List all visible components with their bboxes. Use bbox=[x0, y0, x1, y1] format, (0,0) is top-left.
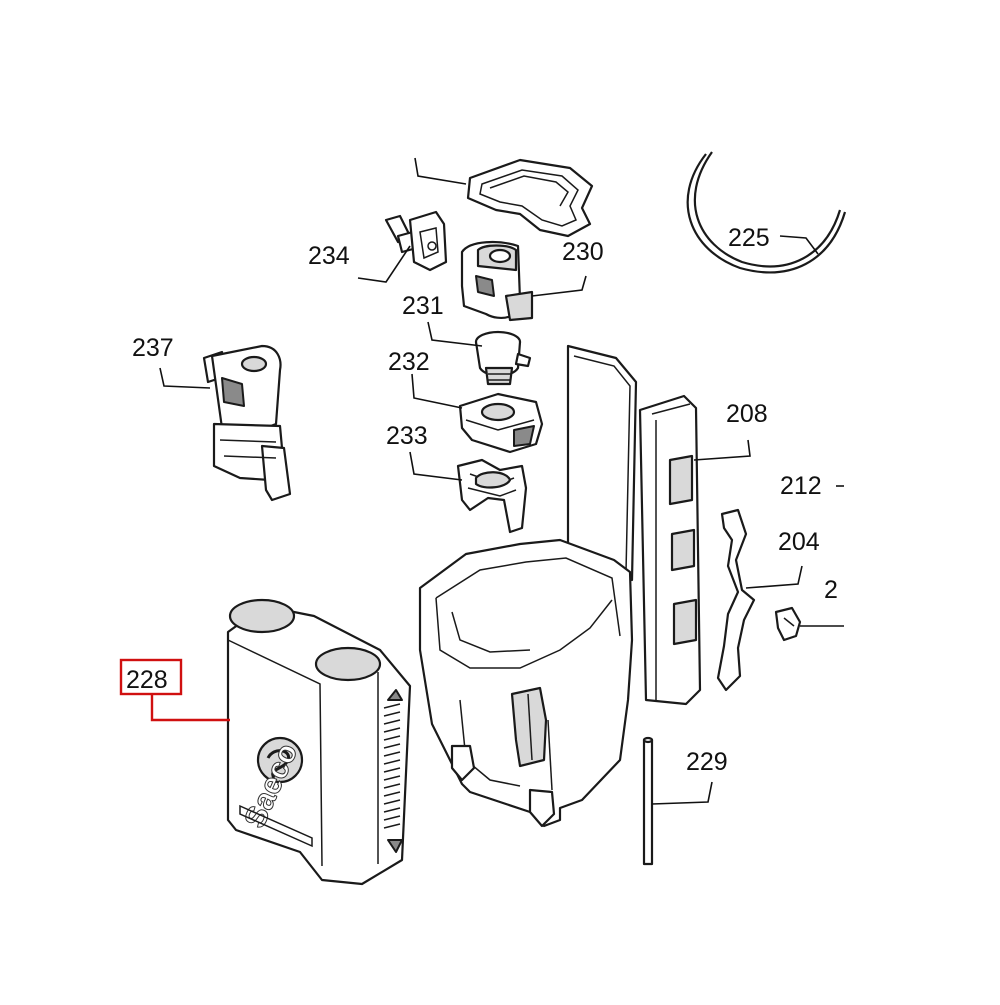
callout-2: 2 bbox=[824, 576, 838, 604]
callout-labels: 225 234 230 231 237 232 233 208 212 204 … bbox=[126, 224, 838, 776]
callout-204: 204 bbox=[778, 528, 820, 556]
part-234 bbox=[384, 210, 448, 272]
callout-232: 232 bbox=[388, 348, 430, 376]
callout-237: 237 bbox=[132, 334, 174, 362]
callout-234: 234 bbox=[308, 242, 350, 270]
callout-228: 228 bbox=[126, 666, 168, 694]
callout-231: 231 bbox=[402, 292, 444, 320]
brand-logo-icon bbox=[256, 736, 304, 784]
callout-212: 212 bbox=[780, 472, 822, 500]
part-231 bbox=[474, 330, 532, 386]
callout-233: 233 bbox=[386, 422, 428, 450]
part-2-clip bbox=[774, 606, 802, 642]
part-225-hose bbox=[686, 151, 847, 274]
part-233 bbox=[456, 458, 528, 534]
part-228-tank: Saeco bbox=[226, 598, 412, 886]
main-body bbox=[418, 344, 638, 828]
part-230 bbox=[460, 240, 534, 322]
part-top-gasket bbox=[466, 158, 594, 238]
callout-230: 230 bbox=[562, 238, 604, 266]
part-229-rod bbox=[642, 736, 654, 866]
highlight-box-228 bbox=[119, 658, 183, 696]
part-232 bbox=[458, 392, 544, 454]
part-204 bbox=[716, 508, 756, 692]
tank-ribs bbox=[383, 703, 401, 829]
callout-229: 229 bbox=[686, 748, 728, 776]
callout-208: 208 bbox=[726, 400, 768, 428]
part-208 bbox=[638, 394, 702, 706]
callout-225: 225 bbox=[728, 224, 770, 252]
part-237 bbox=[202, 344, 292, 502]
leader-lines bbox=[150, 157, 844, 805]
